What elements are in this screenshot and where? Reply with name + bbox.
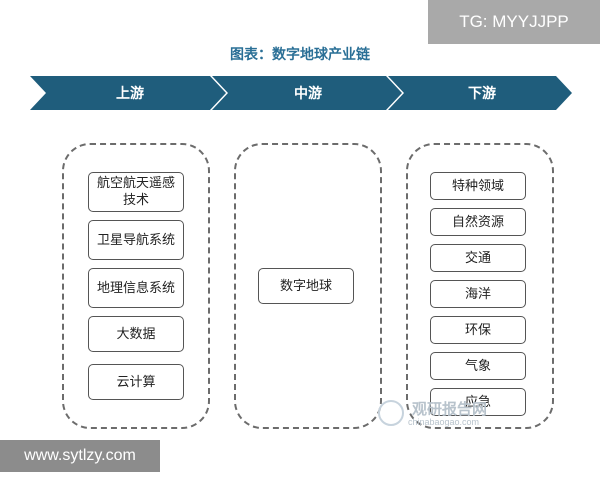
source-watermark: 观研报告网 chinabaogao.com — [378, 396, 498, 432]
downstream-item: 海洋 — [430, 280, 526, 308]
downstream-item: 环保 — [430, 316, 526, 344]
stage-arrow-downstream — [388, 76, 572, 110]
midstream-item: 数字地球 — [258, 268, 354, 304]
globe-logo-icon — [378, 400, 404, 426]
downstream-item: 特种领域 — [430, 172, 526, 200]
upstream-group — [62, 143, 210, 429]
upstream-item: 卫星导航系统 — [88, 220, 184, 260]
downstream-item: 交通 — [430, 244, 526, 272]
upstream-item: 大数据 — [88, 316, 184, 352]
upstream-item: 地理信息系统 — [88, 268, 184, 308]
source-watermark-en: chinabaogao.com — [408, 417, 480, 427]
stage-label-midstream: 中游 — [294, 86, 322, 102]
downstream-group — [406, 143, 554, 429]
chart-title: 图表：数字地球产业链 — [230, 47, 370, 63]
stage-label-downstream: 下游 — [468, 86, 496, 102]
stage-arrow-bar — [30, 76, 572, 110]
stage-arrow-midstream — [212, 76, 402, 110]
watermark-site: www.sytlzy.com — [0, 440, 160, 472]
downstream-item: 气象 — [430, 352, 526, 380]
watermark-tg: TG: MYYJJPP — [428, 0, 600, 44]
midstream-group — [234, 143, 382, 429]
downstream-item: 应急 — [430, 388, 526, 416]
upstream-item: 航空航天遥感技术 — [88, 172, 184, 212]
source-watermark-cn: 观研报告网 — [412, 400, 488, 418]
stage-label-upstream: 上游 — [116, 86, 144, 102]
upstream-item: 云计算 — [88, 364, 184, 400]
stage-arrow-upstream — [30, 76, 226, 110]
downstream-item: 自然资源 — [430, 208, 526, 236]
